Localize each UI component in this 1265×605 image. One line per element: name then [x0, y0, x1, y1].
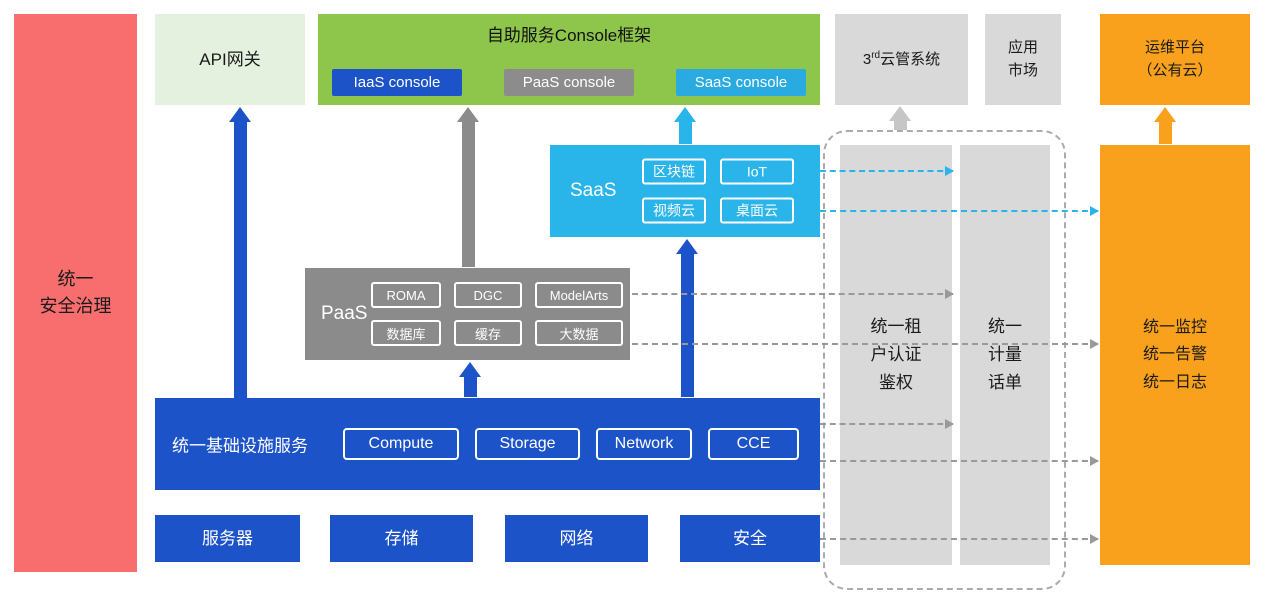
paas-item-database: 数据库 [371, 320, 441, 346]
app-market-box: 应用 市场 [985, 14, 1061, 105]
arrow-shaft [893, 121, 907, 130]
shared-services-frame [823, 130, 1066, 590]
hardware-network-box: 网络 [505, 515, 648, 562]
third-party-cloud-box: 3rd云管系统 [835, 14, 968, 105]
infrastructure-box: 统一基础设施服务 Compute Storage Network CCE [155, 398, 820, 490]
metering-billing-bar: 统一 计量 话单 [960, 145, 1050, 565]
console-button-row: IaaS console PaaS console SaaS console [332, 69, 806, 96]
arrow-shaft [461, 122, 475, 267]
connector-paas-to-monitor [632, 339, 1099, 349]
saas-layer-box: SaaS 区块链 IoT 视频云 桌面云 [550, 145, 820, 237]
paas-layer-box: PaaS ROMA DGC ModelArts 数据库 缓存 大数据 [305, 268, 630, 360]
console-frame-title: 自助服务Console框架 [486, 26, 652, 45]
saas-item-iot: IoT [720, 158, 794, 185]
om-platform-box: 运维平台 （公有云） [1100, 14, 1250, 105]
api-gateway-box: API网关 [155, 14, 305, 105]
arrow-head [674, 107, 696, 122]
paas-item-modelarts: ModelArts [535, 282, 623, 308]
paas-layer-label: PaaS [321, 303, 368, 324]
saas-items-grid: 区块链 IoT 视频云 桌面云 [642, 158, 794, 224]
monitoring-alarm-log-bar: 统一监控 统一告警 统一日志 [1100, 145, 1250, 565]
arrow-shaft [463, 377, 477, 397]
paas-item-cache: 缓存 [454, 320, 522, 346]
paas-item-bigdata: 大数据 [535, 320, 623, 346]
saas-item-blockchain: 区块链 [642, 158, 706, 185]
arrow-shaft [1158, 122, 1172, 144]
connector-security-to-monitor [820, 534, 1099, 544]
arrow-shaft [678, 122, 692, 144]
arrow-paas-to-console [457, 107, 479, 267]
hardware-server-box: 服务器 [155, 515, 300, 562]
arrow-shaft [233, 122, 247, 398]
arrow-head [229, 107, 251, 122]
arrow-infra-to-saas [676, 239, 698, 397]
connector-paas-to-billing [632, 289, 954, 299]
hardware-security-box: 安全 [680, 515, 820, 562]
connector-saas-to-billing [820, 166, 954, 176]
infra-item-compute: Compute [343, 428, 459, 460]
arrow-infra-to-api-gateway [229, 107, 251, 398]
arrow-to-om-platform [1154, 107, 1176, 144]
saas-item-desktop-cloud: 桌面云 [720, 197, 794, 224]
saas-layer-label: SaaS [570, 180, 617, 201]
arrow-head [459, 362, 481, 377]
arrow-shaft [680, 254, 694, 397]
third-party-sup: rd [871, 49, 881, 61]
arrow-saas-to-console [674, 107, 696, 144]
infrastructure-items-row: Compute Storage Network CCE [343, 428, 799, 460]
arrow-head [676, 239, 698, 254]
paas-item-dgc: DGC [454, 282, 522, 308]
paas-console-button: PaaS console [504, 69, 634, 96]
arrow-head [457, 107, 479, 122]
arrow-infra-to-paas [459, 362, 481, 397]
infra-item-cce: CCE [708, 428, 799, 460]
console-frame-box: 自助服务Console框架 IaaS console PaaS console … [318, 14, 820, 105]
connector-infra-to-billing [820, 419, 954, 429]
saas-console-button: SaaS console [676, 69, 806, 96]
infrastructure-label: 统一基础设施服务 [172, 436, 308, 456]
tenant-auth-bar: 统一租 户认证 鉴权 [840, 145, 952, 565]
connector-saas-to-monitor [820, 206, 1099, 216]
connector-infra-to-monitor [820, 456, 1099, 466]
paas-items-grid: ROMA DGC ModelArts 数据库 缓存 大数据 [371, 282, 623, 346]
iaas-console-button: IaaS console [332, 69, 462, 96]
infra-item-network: Network [596, 428, 692, 460]
arrow-to-third-party-cloud [889, 106, 911, 130]
infra-item-storage: Storage [475, 428, 580, 460]
paas-item-roma: ROMA [371, 282, 441, 308]
third-party-cloud-label: 3rd云管系统 [862, 49, 941, 68]
security-governance-bar: 统一 安全治理 [14, 14, 137, 572]
saas-item-video-cloud: 视频云 [642, 197, 706, 224]
arrow-head [1154, 107, 1176, 122]
arrow-head [889, 106, 911, 121]
hardware-storage-box: 存储 [330, 515, 473, 562]
